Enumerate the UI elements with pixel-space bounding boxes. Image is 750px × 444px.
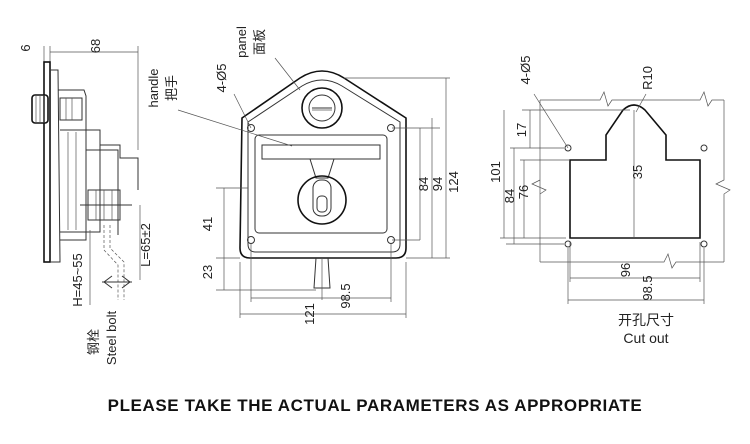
side-bolt-label-cn: 钢栓 bbox=[86, 329, 101, 355]
front-handle-en: handle bbox=[146, 68, 161, 107]
cutout-caption-en: Cut out bbox=[623, 330, 668, 346]
front-handle-cn: 把手 bbox=[164, 75, 179, 101]
footer-note: PLEASE TAKE THE ACTUAL PARAMETERS AS APP… bbox=[107, 396, 643, 415]
cutout-dim-35: 35 bbox=[630, 165, 645, 179]
front-holes: 4-Ø5 bbox=[214, 64, 229, 93]
cutout-radius: R10 bbox=[640, 66, 655, 90]
cutout-dim-17: 17 bbox=[514, 123, 529, 137]
cutout-dim-84: 84 bbox=[502, 189, 517, 203]
cutout-dim-101: 101 bbox=[488, 161, 503, 183]
side-bolt-label-en: Steel bolt bbox=[104, 311, 119, 366]
side-dim-68: 68 bbox=[88, 39, 103, 53]
cutout-dim-96: 96 bbox=[618, 263, 633, 277]
side-dim-h: H=45~55 bbox=[70, 253, 85, 307]
side-dim-6: 6 bbox=[18, 44, 33, 51]
cutout-caption-cn: 开孔尺寸 bbox=[618, 312, 674, 328]
side-view: 6 68 H=45~55 L=65± bbox=[18, 39, 153, 365]
front-panel-cn: 面板 bbox=[252, 29, 267, 55]
cutout-dim-76: 76 bbox=[516, 185, 531, 199]
cutout-dim-98-5: 98.5 bbox=[640, 275, 655, 300]
front-dim-41: 41 bbox=[200, 217, 215, 231]
front-panel-en: panel bbox=[234, 26, 249, 58]
front-dim-23: 23 bbox=[200, 265, 215, 279]
front-dim-84: 84 bbox=[416, 177, 431, 191]
front-dim-124: 124 bbox=[446, 171, 461, 193]
front-dim-121: 121 bbox=[302, 303, 317, 325]
front-view: handle 把手 panel 面板 4-Ø5 41 23 84 94 124 … bbox=[146, 26, 461, 325]
cutout-holes: 4-Ø5 bbox=[518, 56, 533, 85]
side-dim-l: L=65±2 bbox=[138, 223, 153, 267]
front-dim-98-5: 98.5 bbox=[338, 283, 353, 308]
front-dim-94: 94 bbox=[430, 177, 445, 191]
cutout-view: 4-Ø5 R10 17 101 84 76 35 96 98.5 开孔尺寸 Cu… bbox=[488, 56, 731, 346]
